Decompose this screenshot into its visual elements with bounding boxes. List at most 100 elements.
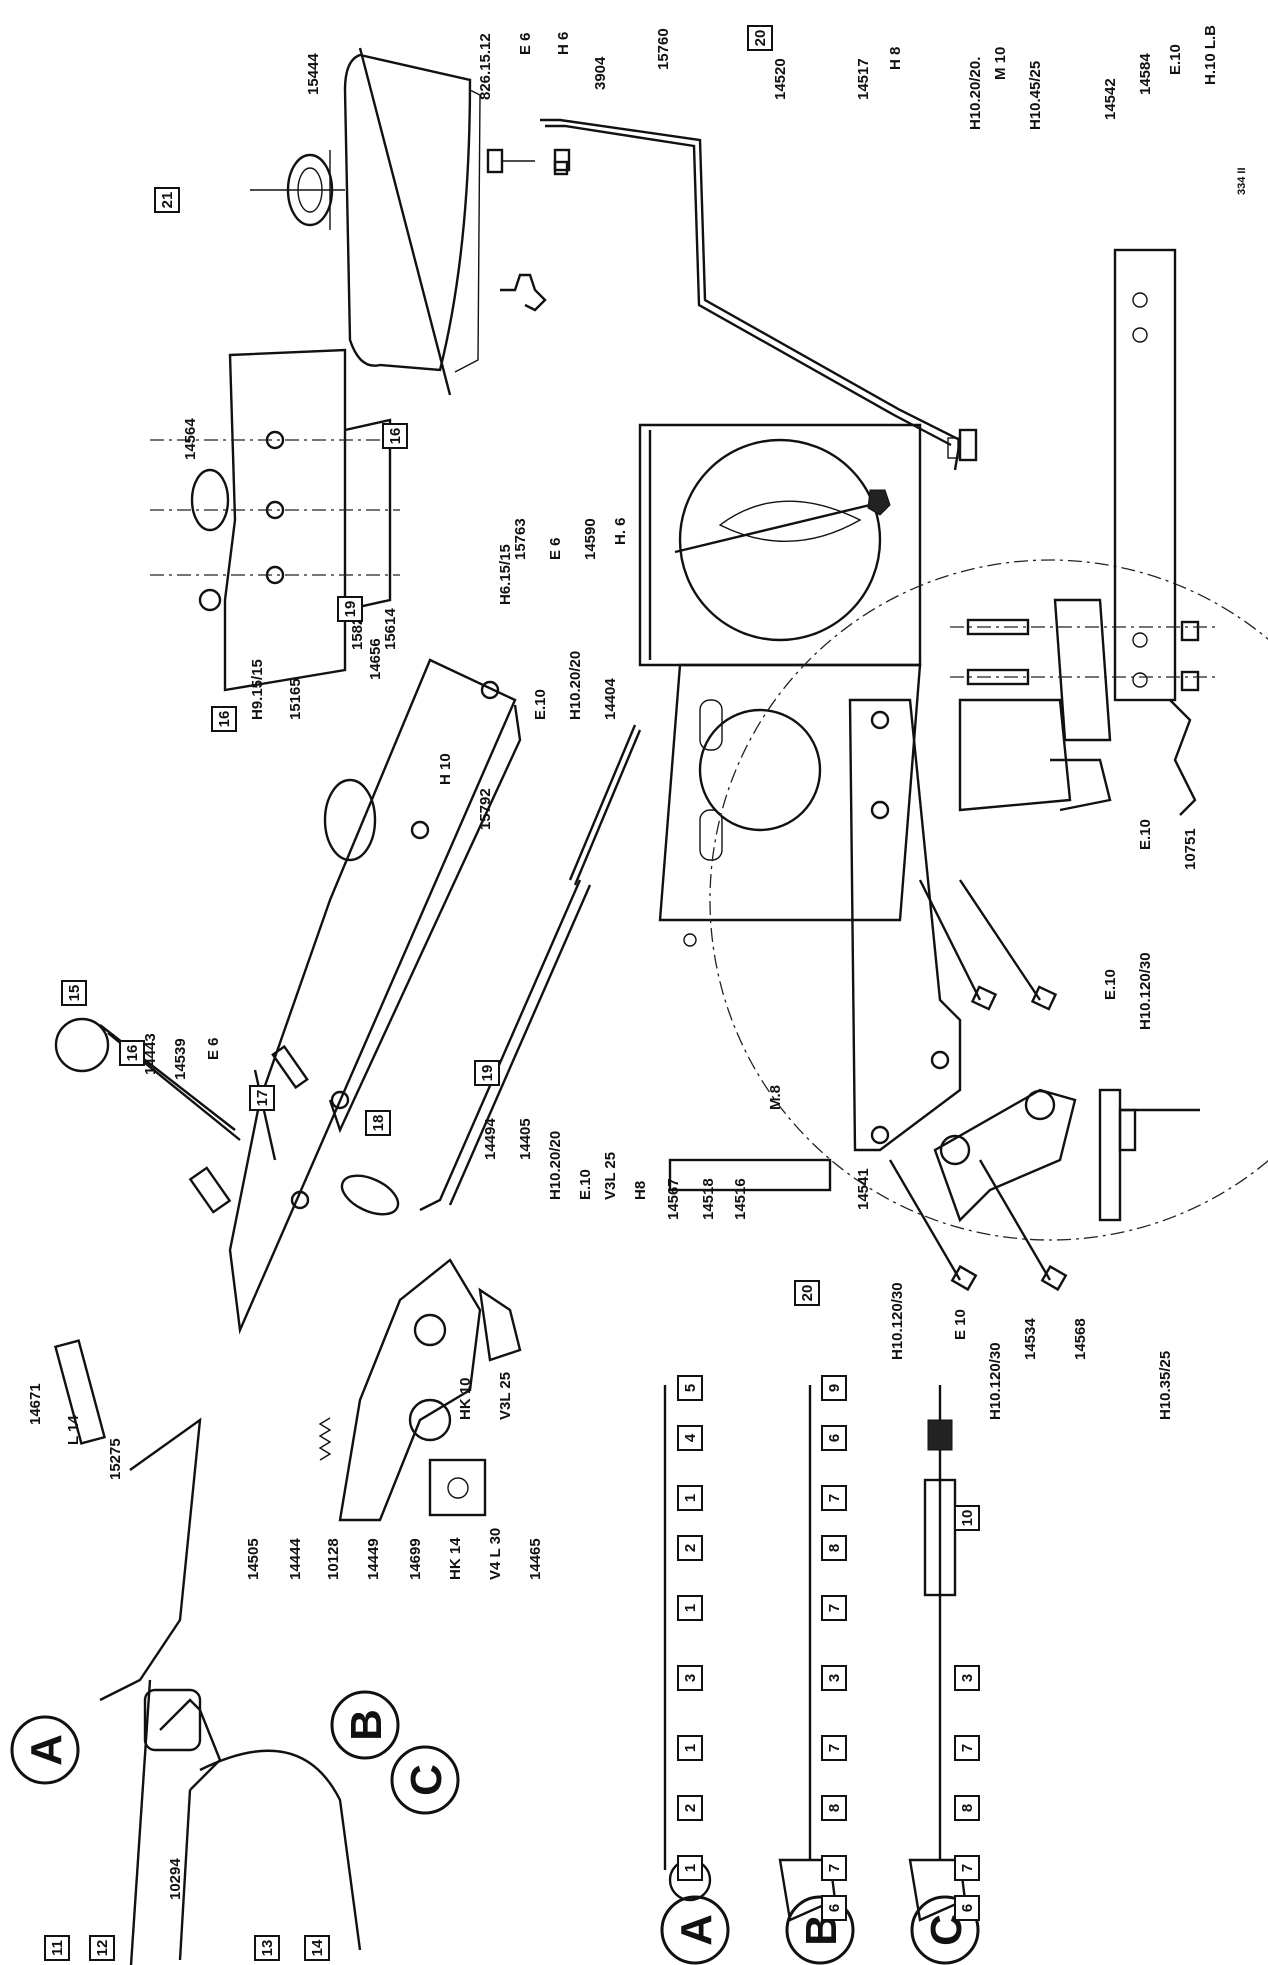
letter-a: A xyxy=(22,1734,71,1766)
label-hk10: HK 10 xyxy=(457,1377,474,1420)
label-code: 334 II xyxy=(1236,167,1248,195)
callout-box-b13: 13 xyxy=(254,1935,280,1961)
label-h6-a: H 6 xyxy=(555,32,572,55)
callout-frame xyxy=(119,1040,145,1066)
callout-box-b21: 21 xyxy=(154,187,180,213)
callout-number: 8 xyxy=(959,1804,976,1812)
callout-number: 10 xyxy=(959,1510,976,1527)
callout-box-bb6a: 6 xyxy=(821,1425,847,1451)
callout-number: 7 xyxy=(826,1744,843,1752)
label-15275: 15275 xyxy=(107,1438,124,1480)
callout-number: 13 xyxy=(259,1940,276,1957)
label-14404: 14404 xyxy=(602,678,619,720)
callout-frame xyxy=(154,187,180,213)
label-10751: 10751 xyxy=(1182,828,1199,870)
callout-frame xyxy=(677,1855,703,1881)
callout-box-b19a: 19 xyxy=(337,596,363,622)
label-m8: M.8 xyxy=(767,1085,784,1110)
callout-frame xyxy=(61,980,87,1006)
label-h6-15-15: H6.15/15 xyxy=(497,544,514,605)
circled-letter-a-bottom: A xyxy=(660,1895,730,1965)
clamp-14534 xyxy=(933,1088,1200,1223)
callout-frame xyxy=(821,1895,847,1921)
callout-frame xyxy=(954,1505,980,1531)
callout-frame xyxy=(954,1795,980,1821)
callout-number: 7 xyxy=(959,1744,976,1752)
callout-frame xyxy=(954,1895,980,1921)
callout-box-bb8a: 8 xyxy=(821,1535,847,1561)
callout-frame xyxy=(747,25,773,51)
callout-box-a1a: 1 xyxy=(677,1485,703,1511)
callout-number: 9 xyxy=(826,1384,843,1392)
callout-frame xyxy=(249,1085,275,1111)
letter-c: C xyxy=(402,1764,451,1796)
circled-letter-b-top: B xyxy=(330,1690,400,1760)
callout-number: 3 xyxy=(959,1674,976,1682)
arm-14541 xyxy=(848,698,962,1152)
pin-14567 xyxy=(668,1158,832,1192)
frame-plate-14520 xyxy=(638,423,922,667)
label-h10-120-30-a: H10.120/30 xyxy=(1137,952,1154,1030)
label-15760: 15760 xyxy=(655,28,672,70)
callout-frame xyxy=(821,1375,847,1401)
callout-number: 1 xyxy=(682,1604,699,1612)
callout-number: 3 xyxy=(682,1674,699,1682)
circled-letter-c-top: C xyxy=(390,1745,460,1815)
label-10294: 10294 xyxy=(167,1858,184,1900)
callout-number: 2 xyxy=(682,1544,699,1552)
callout-number: 20 xyxy=(752,30,769,47)
callout-box-b18: 18 xyxy=(365,1110,391,1136)
callout-frame xyxy=(677,1425,703,1451)
callout-number: 2 xyxy=(682,1804,699,1812)
callout-number: 6 xyxy=(826,1904,843,1912)
label-e10-d: E.10 xyxy=(1102,969,1119,1000)
callout-box-bb7b: 7 xyxy=(821,1595,847,1621)
callout-box-bb8b: 8 xyxy=(821,1795,847,1821)
handlebar-15275 xyxy=(53,1339,362,1965)
callout-frame xyxy=(44,1935,70,1961)
callout-number: 17 xyxy=(254,1090,271,1107)
callout-number: 4 xyxy=(682,1433,699,1442)
bracket-plate-15165 xyxy=(150,348,400,692)
callout-box-b15: 15 xyxy=(61,980,87,1006)
callout-box-bb7c: 7 xyxy=(821,1735,847,1761)
callout-number: 7 xyxy=(826,1864,843,1872)
callout-box-b16a: 16 xyxy=(382,423,408,449)
bracket-14542 xyxy=(958,248,1177,812)
callout-number: 1 xyxy=(682,1494,699,1502)
callout-frame xyxy=(821,1595,847,1621)
callout-frame xyxy=(821,1425,847,1451)
callout-number: 18 xyxy=(370,1115,387,1132)
callout-frame xyxy=(677,1595,703,1621)
callout-frame xyxy=(821,1665,847,1691)
callout-box-a1b: 1 xyxy=(677,1595,703,1621)
label-h10-35-25: H10.35/25 xyxy=(1157,1351,1174,1420)
bolts-right xyxy=(950,618,1220,816)
label-e10-c: E.10 xyxy=(1137,819,1154,850)
label-h8-a: H 8 xyxy=(887,47,904,70)
callout-number: 6 xyxy=(826,1434,843,1442)
callout-frame xyxy=(89,1935,115,1961)
label-h6-b: H. 6 xyxy=(612,517,629,545)
spring-10128 xyxy=(318,1417,332,1461)
callout-number: 14 xyxy=(309,1939,326,1956)
part-number-labels: 15444 826.15.12 E 6 H 6 3904 15760 14520… xyxy=(27,25,1248,1900)
callout-number: 20 xyxy=(799,1285,816,1302)
callout-box-b20a: 20 xyxy=(747,25,773,51)
label-15444: 15444 xyxy=(305,53,322,95)
label-e10-a: E.10 xyxy=(1167,44,1184,75)
label-14534: 14534 xyxy=(1022,1318,1039,1360)
callout-box-bb9: 9 xyxy=(821,1375,847,1401)
label-14584: 14584 xyxy=(1137,53,1154,95)
label-826-15-12: 826.15.12 xyxy=(477,33,494,100)
callout-frame xyxy=(954,1855,980,1881)
label-14505: 14505 xyxy=(245,1538,262,1580)
callout-frame xyxy=(211,706,237,732)
callout-number: 19 xyxy=(479,1065,496,1082)
tension-bolts xyxy=(888,879,1068,1292)
phantom-wheel-outline xyxy=(709,559,1268,1241)
callout-frame xyxy=(254,1935,280,1961)
label-hk14: HK 14 xyxy=(447,1537,464,1580)
label-14444: 14444 xyxy=(287,1538,304,1580)
label-h10-20-20-c: H10.20/20 xyxy=(547,1131,564,1200)
